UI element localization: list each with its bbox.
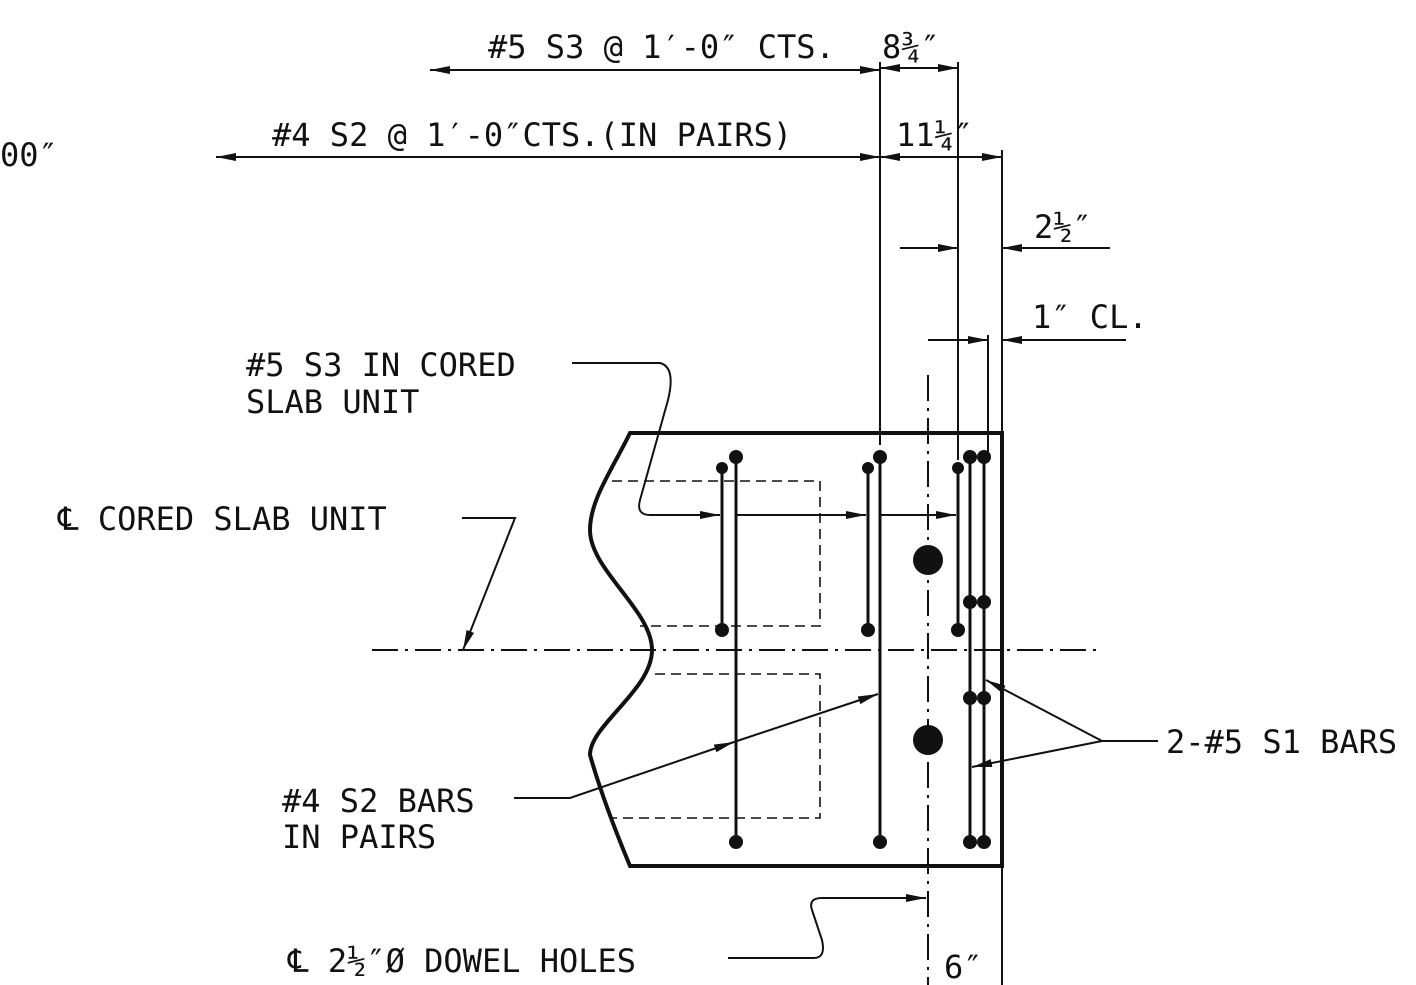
text-s3-offset: 8¾″ [882,28,940,66]
leader-s2 [514,741,735,799]
core-void-lower [612,673,821,819]
s2-bars [729,450,887,849]
leader-centerline [462,517,517,651]
text-s3-spacing: #5 S3 @ 1′-0″ CTS. [488,28,835,66]
core-void-upper [612,480,821,627]
text-dowel-holes: ℄ 2½″Ø DOWEL HOLES [287,942,636,980]
s1-bars [963,450,991,849]
text-s2-bars-1: #4 S2 BARS [282,782,475,820]
text-dowel-edge: 6″ [944,948,983,985]
dowel-hole [913,545,943,575]
text-edge-fragment: 00″ [0,136,58,174]
dowel-hole [913,725,943,755]
leader-dowel [728,894,926,959]
leader-s3 [572,362,720,519]
leader-s1-a [985,679,1103,742]
leader-s2-b [733,693,879,743]
text-cover: 2½″ [1034,208,1092,246]
leader-s1-b [971,740,1103,768]
text-s2-bars-2: IN PAIRS [282,818,436,856]
s3-bars [715,462,965,637]
text-s2-offset: 11¼″ [896,116,973,154]
text-s3-slab-2: SLAB UNIT [246,383,419,421]
text-centerline-slab: ℄ CORED SLAB UNIT [57,500,387,538]
text-s2-spacing: #4 S2 @ 1′-0″CTS.(IN PAIRS) [272,116,792,154]
text-s1-bars: 2-#5 S1 BARS [1166,723,1397,761]
text-clear: 1″ CL. [1032,298,1148,336]
text-s3-slab-1: #5 S3 IN CORED [246,346,516,384]
